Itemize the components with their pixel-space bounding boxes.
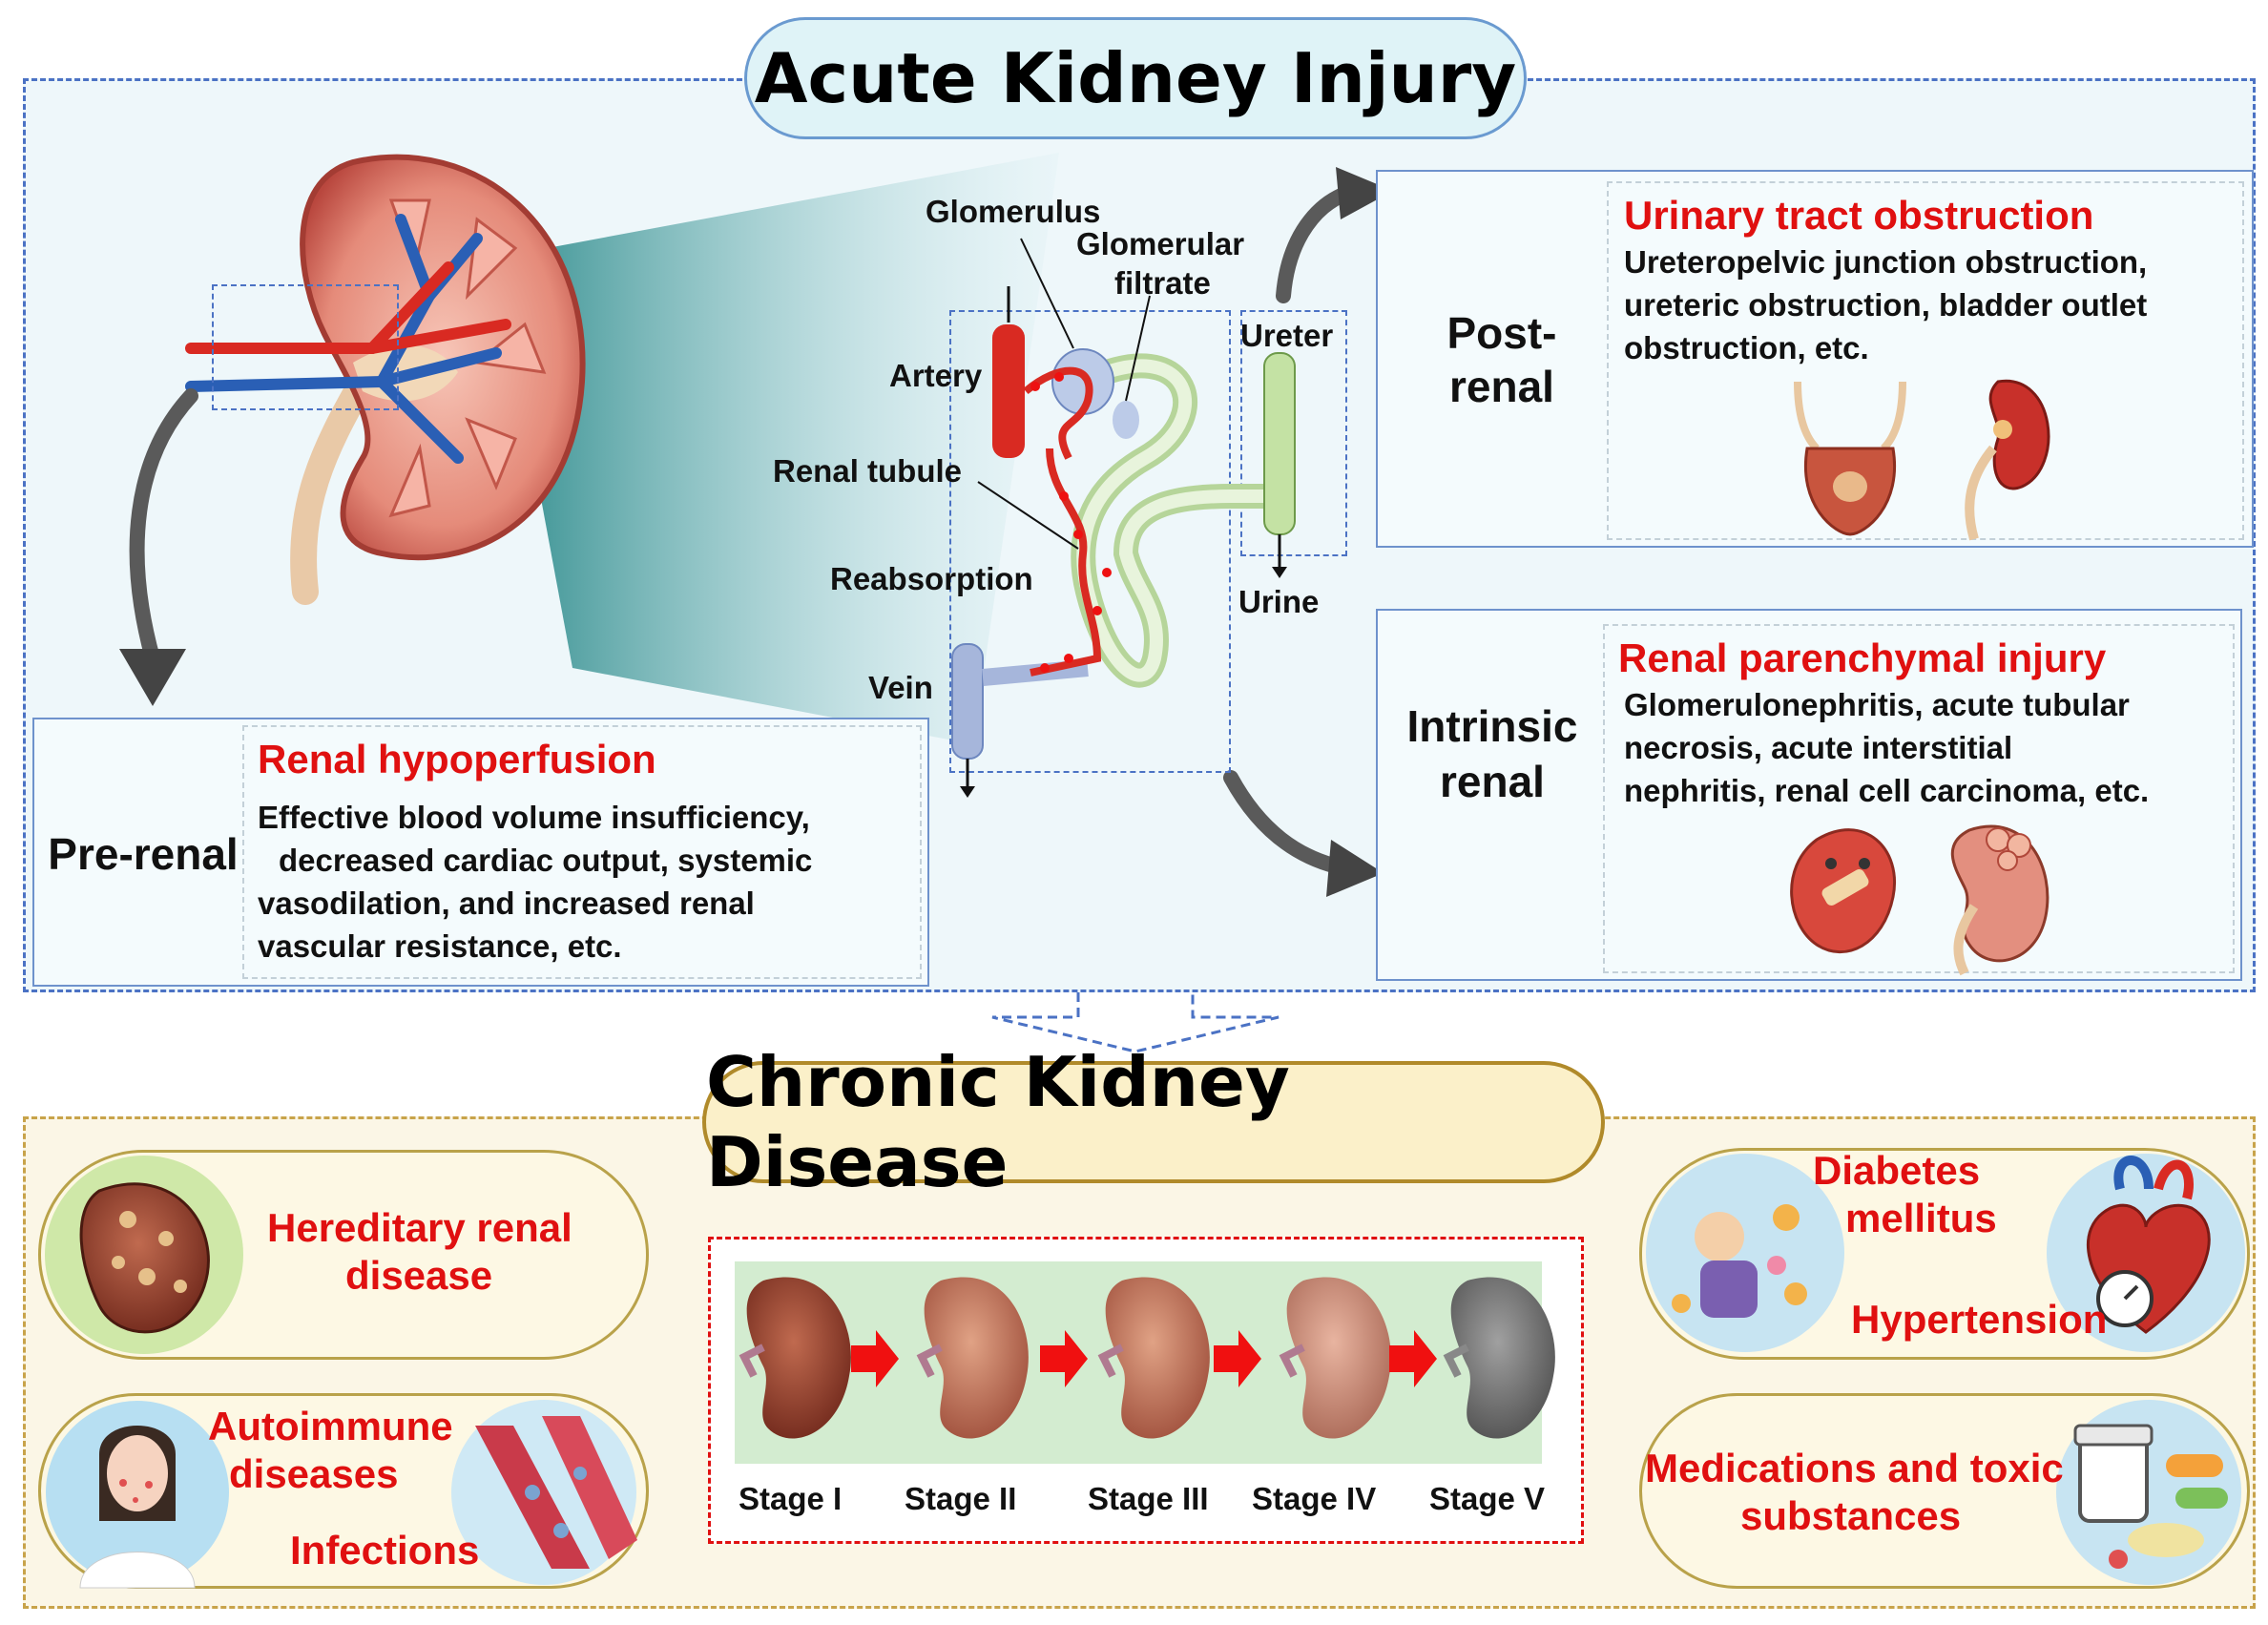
autoimmune-line-1: Autoimmune (208, 1404, 453, 1448)
intrinsic-text-box (1603, 624, 2235, 973)
label-reabsorption: Reabsorption (830, 561, 1033, 596)
pre-renal-line-1: Effective blood volume insufficiency, (258, 800, 810, 835)
pre-renal-line-4: vascular resistance, etc. (258, 928, 622, 964)
autoimmune-person-icon (46, 1401, 229, 1589)
infection-vessel-icon (451, 1400, 637, 1585)
infections-label: Infections (290, 1528, 480, 1573)
down-arrow-connector (991, 992, 1280, 1053)
stage-label-4: Stage IV (1252, 1481, 1377, 1516)
autoimmune-line-2: diseases (229, 1451, 399, 1496)
hereditary-line-1: Hereditary renal (267, 1205, 572, 1250)
hilum-dashed-box (212, 284, 399, 410)
pre-renal-line-2: decreased cardiac output, systemic (279, 843, 813, 878)
diabetes-food-icon (1646, 1154, 1844, 1352)
medications-line-2: substances (1740, 1493, 1962, 1538)
intrinsic-line-3: nephritis, renal cell carcinoma, etc. (1624, 773, 2150, 808)
post-renal-line-2: ureteric obstruction, bladder outlet (1624, 287, 2148, 323)
intrinsic-line-1: Glomerulonephritis, acute tubular (1624, 687, 2130, 722)
intrinsic-heading: Renal parenchymal injury (1618, 635, 2107, 680)
intrinsic-line-2: necrosis, acute interstitial (1624, 730, 2013, 765)
stage-label-5: Stage V (1429, 1481, 1546, 1516)
post-renal-line-1: Ureteropelvic junction obstruction, (1624, 244, 2148, 280)
hereditary-line-2: disease (345, 1253, 493, 1298)
stage-label-2: Stage II (905, 1481, 1017, 1516)
intrinsic-renal-panel: Intrinsic renal Renal parenchymal injury… (1376, 609, 2242, 981)
nephron-dashed-box (949, 310, 1231, 773)
stage-label-3: Stage III (1088, 1481, 1209, 1516)
hereditary-kidney-icon (45, 1156, 243, 1354)
label-vein: Vein (868, 670, 933, 705)
label-filtrate: filtrate (1114, 265, 1211, 301)
label-renal-tubule: Renal tubule (773, 453, 963, 489)
label-glomerulus: Glomerulus (926, 194, 1101, 229)
post-renal-heading: Urinary tract obstruction (1624, 193, 2094, 238)
ckd-title: Chronic Kidney Disease (702, 1042, 1605, 1202)
post-renal-text-box (1607, 181, 2244, 540)
post-renal-label-1: Post- (1446, 308, 1557, 358)
pre-renal-panel: Pre-renal Renal hypoperfusion Effective … (32, 718, 929, 987)
stage-label-1: Stage I (739, 1481, 843, 1516)
label-urine: Urine (1238, 584, 1320, 619)
hypertension-label: Hypertension (1851, 1297, 2108, 1342)
intrinsic-label-1: Intrinsic (1406, 701, 1578, 751)
damaged-kidney-illustration (1790, 824, 2050, 976)
ureter-dashed-box (1240, 310, 1347, 556)
bladder-kidney-illustration (1794, 379, 2050, 541)
post-renal-line-3: obstruction, etc. (1624, 330, 1869, 365)
label-artery: Artery (889, 358, 983, 393)
pills-icon (2056, 1400, 2241, 1585)
pre-renal-line-3: vasodilation, and increased renal (258, 885, 755, 921)
post-renal-panel: Post- renal Urinary tract obstruction Ur… (1376, 170, 2254, 548)
label-glomerular: Glomerular (1076, 226, 1245, 261)
diabetes-line-2: mellitus (1845, 1196, 1997, 1240)
pre-renal-text-box (242, 725, 922, 979)
aki-title: Acute Kidney Injury (744, 17, 1527, 139)
pre-renal-label: Pre-renal (48, 829, 239, 879)
medications-line-1: Medications and toxic (1645, 1446, 2064, 1490)
label-ureter: Ureter (1240, 318, 1334, 353)
diabetes-line-1: Diabetes (1813, 1148, 1981, 1193)
heart-icon (2047, 1154, 2245, 1352)
pre-renal-heading: Renal hypoperfusion (258, 737, 656, 781)
intrinsic-label-2: renal (1440, 757, 1545, 806)
post-renal-label-2: renal (1449, 362, 1554, 411)
kidney-illustration (185, 154, 586, 605)
stage-kidneys (739, 1277, 1555, 1439)
